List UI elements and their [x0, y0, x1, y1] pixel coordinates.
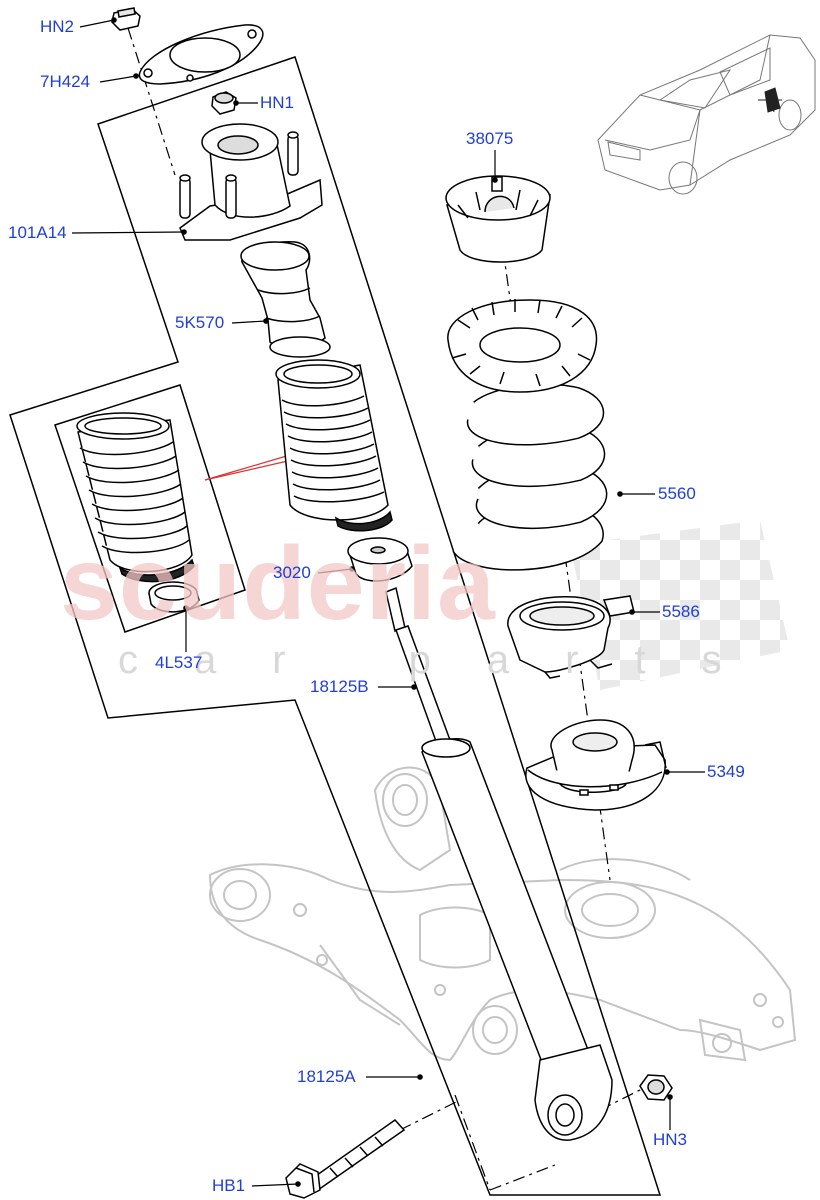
hb1-bolt-part — [285, 1119, 406, 1199]
18125-shock-absorber-part — [385, 586, 613, 1141]
callout-hn3[interactable]: HN3 — [653, 1130, 688, 1149]
leader-lines — [71, 17, 705, 1187]
callout-hb1[interactable]: HB1 — [212, 1176, 246, 1195]
callout-7h424[interactable]: 7H424 — [40, 72, 91, 91]
watermark-subtext: car parts — [118, 638, 778, 682]
5586-spring-seat-part — [507, 595, 635, 679]
watermark-text: scuderia — [60, 526, 496, 642]
5349-spring-pan-part — [525, 719, 667, 811]
assembly-frame — [9, 56, 662, 1196]
callout-hn1[interactable]: HN1 — [260, 93, 295, 112]
callout-5k570[interactable]: 5K570 — [175, 313, 225, 332]
38075-upper-seat-part — [445, 175, 551, 263]
5560-coil-spring-part — [447, 299, 608, 571]
callout-3020[interactable]: 3020 — [273, 563, 311, 582]
callout-18125b[interactable]: 18125B — [310, 677, 369, 696]
callout-5349[interactable]: 5349 — [707, 762, 745, 781]
hn2-bolt-part — [111, 7, 141, 31]
callout-5560[interactable]: 5560 — [658, 484, 696, 503]
3020-spacer-part — [347, 537, 413, 582]
dust-boot-main-part — [275, 359, 393, 532]
reference-arrow — [204, 454, 293, 481]
hn1-nut-part — [211, 91, 237, 115]
dust-boot-alt-part — [76, 412, 195, 583]
5k570-bump-stop-part — [240, 241, 331, 358]
callout-38075[interactable]: 38075 — [466, 129, 514, 148]
7h424-gasket-part — [138, 24, 264, 85]
101a14-top-mount-part — [179, 123, 323, 241]
callout-4l537[interactable]: 4L537 — [155, 653, 203, 672]
callout-5586[interactable]: 5586 — [662, 602, 700, 621]
callout-hn2[interactable]: HN2 — [40, 17, 75, 36]
vehicle-location-thumbnail — [597, 34, 816, 195]
hn3-nut-part — [639, 1074, 673, 1101]
watermark-checker — [570, 520, 790, 690]
rear-subframe-ghost — [208, 766, 797, 1062]
callout-101a14[interactable]: 101A14 — [8, 223, 67, 242]
callout-18125a[interactable]: 18125A — [297, 1067, 356, 1086]
